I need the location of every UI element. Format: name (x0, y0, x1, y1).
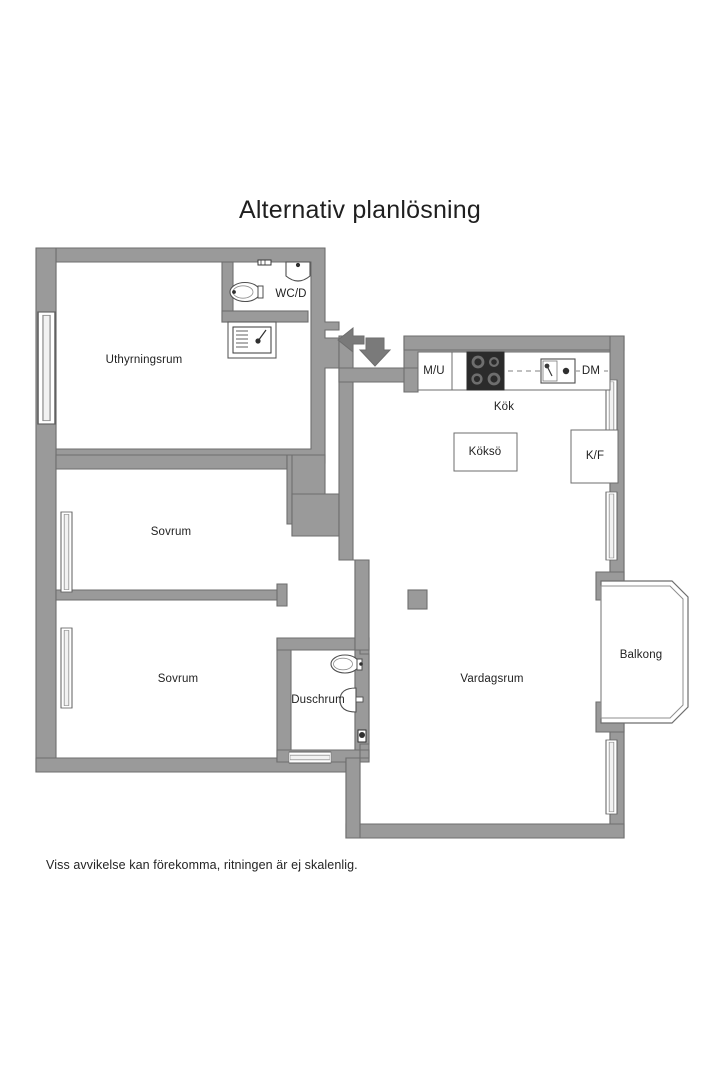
wall-bottom-right (345, 823, 625, 839)
appliance-label-washer-dryer: M/U (423, 365, 445, 377)
kitchen-counter (417, 351, 612, 391)
shower-room-sink (339, 687, 364, 713)
shower-room-toilet (330, 654, 363, 674)
fridge-freezer-box (570, 429, 619, 484)
page-title: Alternativ planlösning (238, 196, 482, 224)
room-label-living-room: Vardagsrum (460, 673, 524, 685)
wc-wall-fixture (257, 259, 272, 266)
room-label-shower-room: Duschrum (291, 694, 345, 706)
entrance-arrow-down (358, 337, 392, 367)
window-living-right-lower (605, 739, 618, 815)
kitchen-sink (540, 358, 576, 384)
wall-bed2-shower (276, 637, 292, 763)
appliance-label-island: Köksö (468, 446, 502, 458)
wall-hall-stub (403, 367, 419, 393)
disclaimer-text: Viss avvikelse kan förekomma, ritningen … (46, 858, 358, 872)
room-label-bedroom-1: Sovrum (150, 526, 192, 538)
wall-kitchen-top (403, 335, 625, 351)
entrance-arrow-left (337, 326, 365, 354)
window-bed2-left (60, 627, 73, 709)
window-rental-left (37, 311, 56, 425)
room-label-rental-room: Uthyrningsrum (105, 354, 183, 366)
living-room-column (407, 589, 428, 610)
shower-room-fixtures (330, 654, 367, 743)
wall-wc-bottom (221, 310, 309, 323)
wall-livingroom-left-lower (345, 757, 361, 839)
wc-fixtures (227, 259, 311, 359)
room-label-bedroom-2: Sovrum (157, 673, 199, 685)
wall-div-rental-bed1 (55, 454, 288, 470)
wall-shower-top (276, 637, 367, 651)
wall-div-bed-post (276, 583, 288, 607)
room-label-kitchen: Kök (493, 401, 515, 413)
window-shower-bottom (288, 751, 332, 764)
stove-cooktop (466, 351, 505, 391)
wc-toilet (229, 281, 264, 303)
appliance-label-dishwasher: DM (581, 365, 601, 377)
washer-dryer-box (417, 351, 453, 391)
shower-drain (357, 729, 367, 743)
window-living-right-upper (605, 491, 618, 561)
laundry-sink-unit (227, 321, 277, 359)
wall-central-stub (291, 493, 340, 537)
wall-div-bed1-bed2 (55, 589, 284, 601)
room-label-wc-d: WC/D (275, 288, 307, 300)
appliance-label-fridge: K/F (585, 450, 605, 462)
wall-right-wing (338, 335, 625, 839)
wall-structure (35, 247, 625, 839)
wall-shower-to-living (354, 559, 370, 651)
balcony-outline (600, 580, 689, 724)
room-label-balcony: Balkong (619, 649, 663, 661)
kitchen-island-box (453, 432, 518, 472)
window-bed1-left (60, 511, 73, 593)
wc-sink (285, 261, 311, 282)
entrance-arrows (337, 326, 392, 367)
